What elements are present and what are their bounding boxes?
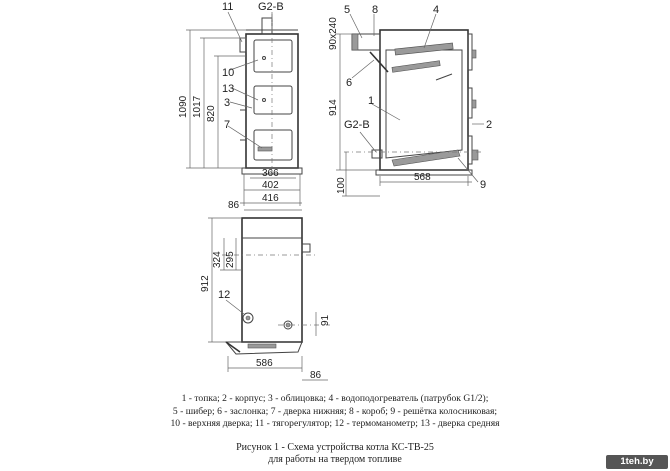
dim-568: 568	[414, 172, 431, 183]
caption-line: Рисунок 1 - Схема устройства котла КС-ТВ…	[236, 442, 434, 453]
dim-100: 100	[336, 177, 347, 194]
label-12: 12	[218, 289, 230, 301]
label-13: 13	[222, 83, 234, 95]
front-top-pipe	[261, 17, 273, 35]
dim-914: 914	[328, 99, 339, 116]
label-3: 3	[224, 97, 230, 109]
label-front-g2b: G2-B	[258, 1, 284, 13]
dim-86-bottom: 86	[310, 370, 322, 381]
caption-line: для работы на твердом топливе	[268, 454, 402, 465]
dim-295: 295	[225, 251, 236, 268]
label-9: 9	[480, 179, 486, 191]
label-5: 5	[344, 4, 350, 16]
dim-366: 366	[262, 168, 279, 179]
label-2: 2	[486, 119, 492, 131]
label-6: 6	[346, 77, 352, 89]
lower-door-handle	[257, 146, 273, 152]
dim-1090: 1090	[178, 95, 189, 118]
site-watermark: 1teh.by	[606, 455, 668, 469]
side-section-view	[336, 13, 484, 197]
label-side-g2b: G2-B	[344, 119, 370, 131]
dim-912: 912	[200, 275, 211, 292]
bottom-view	[208, 209, 330, 381]
legend-line: 10 - верхняя дверка; 11 - тягорегулятор;…	[170, 418, 500, 430]
front-view	[186, 11, 303, 206]
label-4: 4	[433, 4, 439, 16]
label-7: 7	[224, 119, 230, 131]
bottom-casing	[241, 217, 303, 343]
dim-1017: 1017	[192, 95, 203, 118]
water-heater-tubes	[394, 42, 454, 56]
dim-402: 402	[262, 180, 279, 191]
dim-820: 820	[206, 105, 217, 122]
legend-line: 1 - топка; 2 - корпус; 3 - облицовка; 4 …	[181, 393, 489, 404]
figure-caption: Рисунок 1 - Схема устройства котла КС-ТВ…	[180, 442, 490, 466]
dim-324: 324	[212, 251, 223, 268]
middle-door	[253, 85, 293, 115]
outlet-pipe	[371, 149, 383, 159]
legend-line: 5 - шибер; 6 - заслонка; 7 - дверка нижн…	[172, 405, 498, 417]
dim-586: 586	[256, 358, 273, 369]
damper	[369, 51, 389, 73]
thermomanometer	[242, 312, 254, 324]
dim-86-top: 86	[228, 200, 240, 211]
upper-door	[253, 39, 293, 73]
dim-416: 416	[262, 193, 279, 204]
lower-door	[253, 129, 293, 161]
legend: 1 - топка; 2 - корпус; 3 - облицовка; 4 …	[170, 393, 500, 431]
ash-pan	[224, 341, 303, 355]
label-10: 10	[222, 67, 234, 79]
label-8: 8	[372, 4, 378, 16]
label-1: 1	[368, 95, 374, 107]
grate	[391, 149, 461, 167]
label-11: 11	[222, 1, 233, 13]
dim-90x240: 90x240	[328, 17, 339, 50]
dim-91: 91	[320, 314, 331, 326]
